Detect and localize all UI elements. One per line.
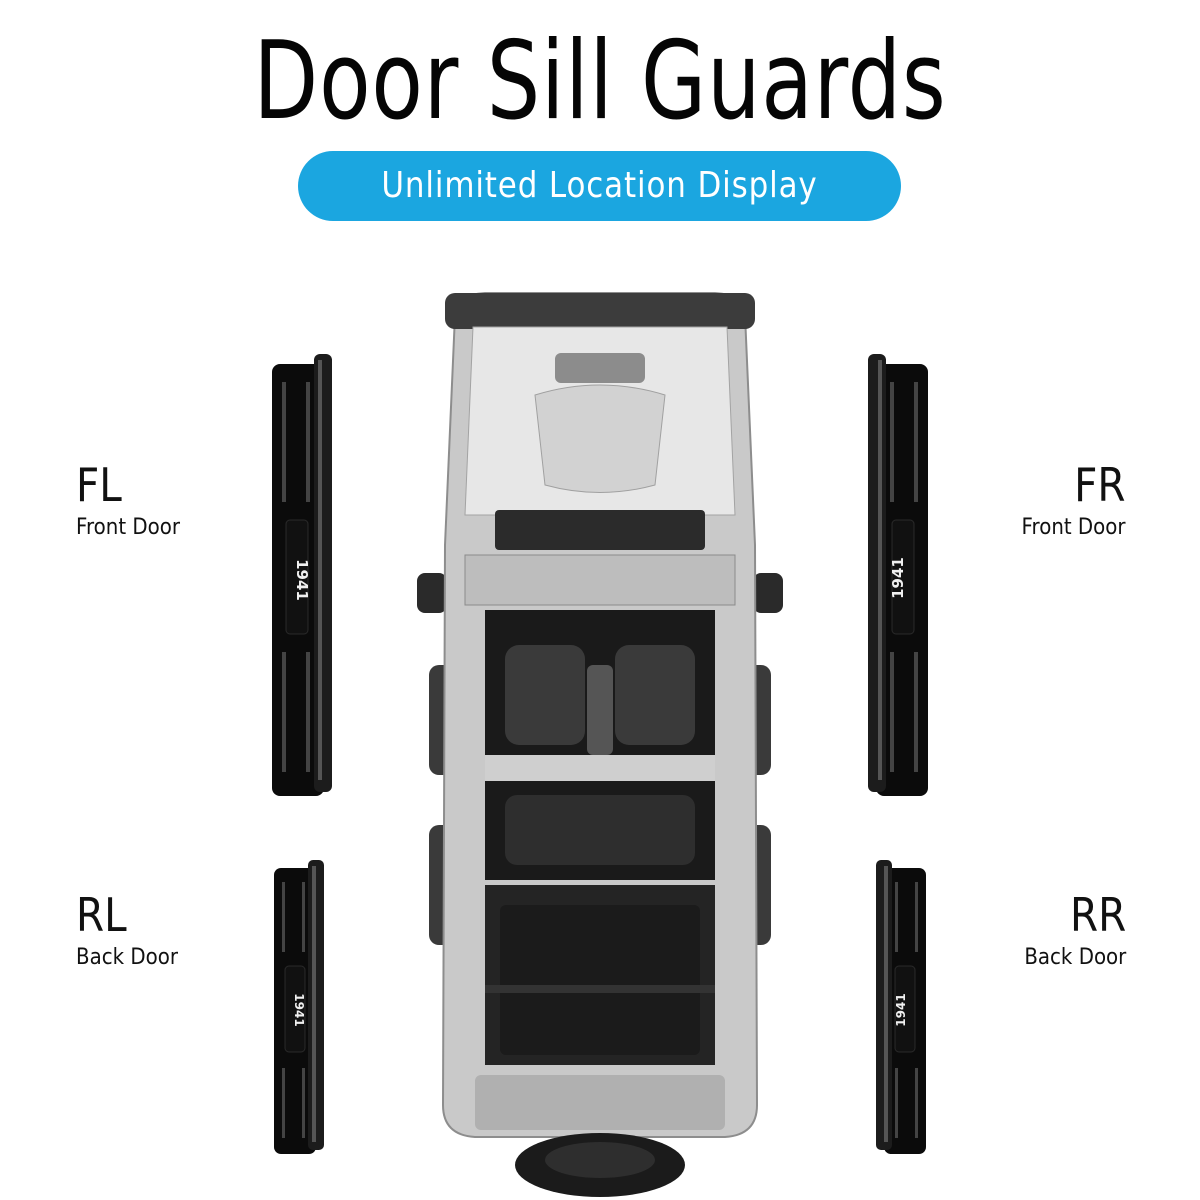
position-code-fl: FL bbox=[76, 458, 122, 512]
position-code-fr: FR bbox=[1074, 458, 1126, 512]
label-rear-left: RL Back Door bbox=[76, 890, 189, 972]
vehicle-top-view-image bbox=[417, 292, 783, 1197]
page-title: Door Sill Guards bbox=[253, 19, 947, 144]
label-front-right: FR Front Door bbox=[1010, 460, 1126, 542]
position-label-rr: Back Door bbox=[1024, 945, 1126, 970]
position-label-rl: Back Door bbox=[76, 945, 178, 970]
guard-badge-text-fl: 1941 bbox=[293, 559, 311, 601]
position-label-fr: Front Door bbox=[1022, 515, 1126, 540]
position-label-fl: Front Door bbox=[76, 515, 180, 540]
guard-badge-text-fr: 1941 bbox=[889, 557, 907, 599]
sill-guard-rear-right: 1941 bbox=[876, 860, 926, 1154]
subtitle-badge: Unlimited Location Display bbox=[298, 151, 901, 221]
guard-badge-text-rl: 1941 bbox=[292, 993, 306, 1026]
position-code-rr: RR bbox=[1069, 888, 1126, 942]
sill-guard-front-left: 1941 bbox=[272, 354, 332, 796]
sill-guard-rear-left: 1941 bbox=[274, 860, 324, 1154]
position-code-rl: RL bbox=[76, 888, 127, 942]
label-rear-right: RR Back Door bbox=[1013, 890, 1126, 972]
subtitle-text: Unlimited Location Display bbox=[381, 165, 818, 206]
sill-guard-front-right: 1941 bbox=[868, 354, 928, 796]
label-front-left: FL Front Door bbox=[76, 460, 192, 542]
guard-badge-text-rr: 1941 bbox=[894, 993, 908, 1026]
